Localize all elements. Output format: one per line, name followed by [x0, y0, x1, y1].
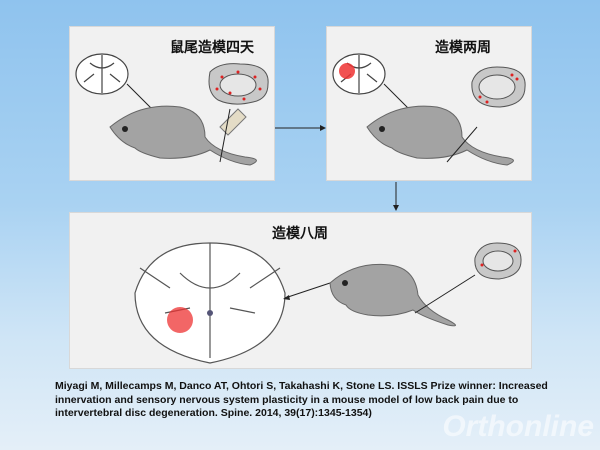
mouse-icon: [329, 263, 456, 327]
watermark-logo: Orthonline: [442, 410, 594, 443]
panel-title: 造模两周: [435, 40, 491, 56]
citation-text: Miyagi M, Millecamps M, Danco AT, Ohtori…: [55, 380, 548, 419]
panel-day4: 鼠尾造模四天: [69, 26, 275, 181]
panel-title: 造模八周: [272, 226, 328, 242]
panel-week8: 造模八周: [69, 212, 532, 369]
spinal-cord-icon: [75, 53, 129, 95]
mouse-icon: [109, 105, 257, 166]
mouse-week2-illustration: [332, 53, 526, 166]
mouse-week8-illustration: [134, 242, 522, 364]
panel-week2: 造模两周: [326, 26, 532, 181]
syringe-icon: [219, 108, 247, 136]
pain-hotspot: [167, 307, 193, 333]
disc-icon: [474, 242, 522, 280]
panel-title: 鼠尾造模四天: [170, 40, 254, 56]
mouse-icon: [366, 105, 514, 166]
spinal-cord-large-icon: [134, 242, 286, 364]
disc-icon: [471, 66, 526, 108]
mouse-day4-illustration: [75, 53, 269, 166]
pain-hotspot: [339, 63, 355, 79]
disc-icon: [208, 63, 269, 105]
